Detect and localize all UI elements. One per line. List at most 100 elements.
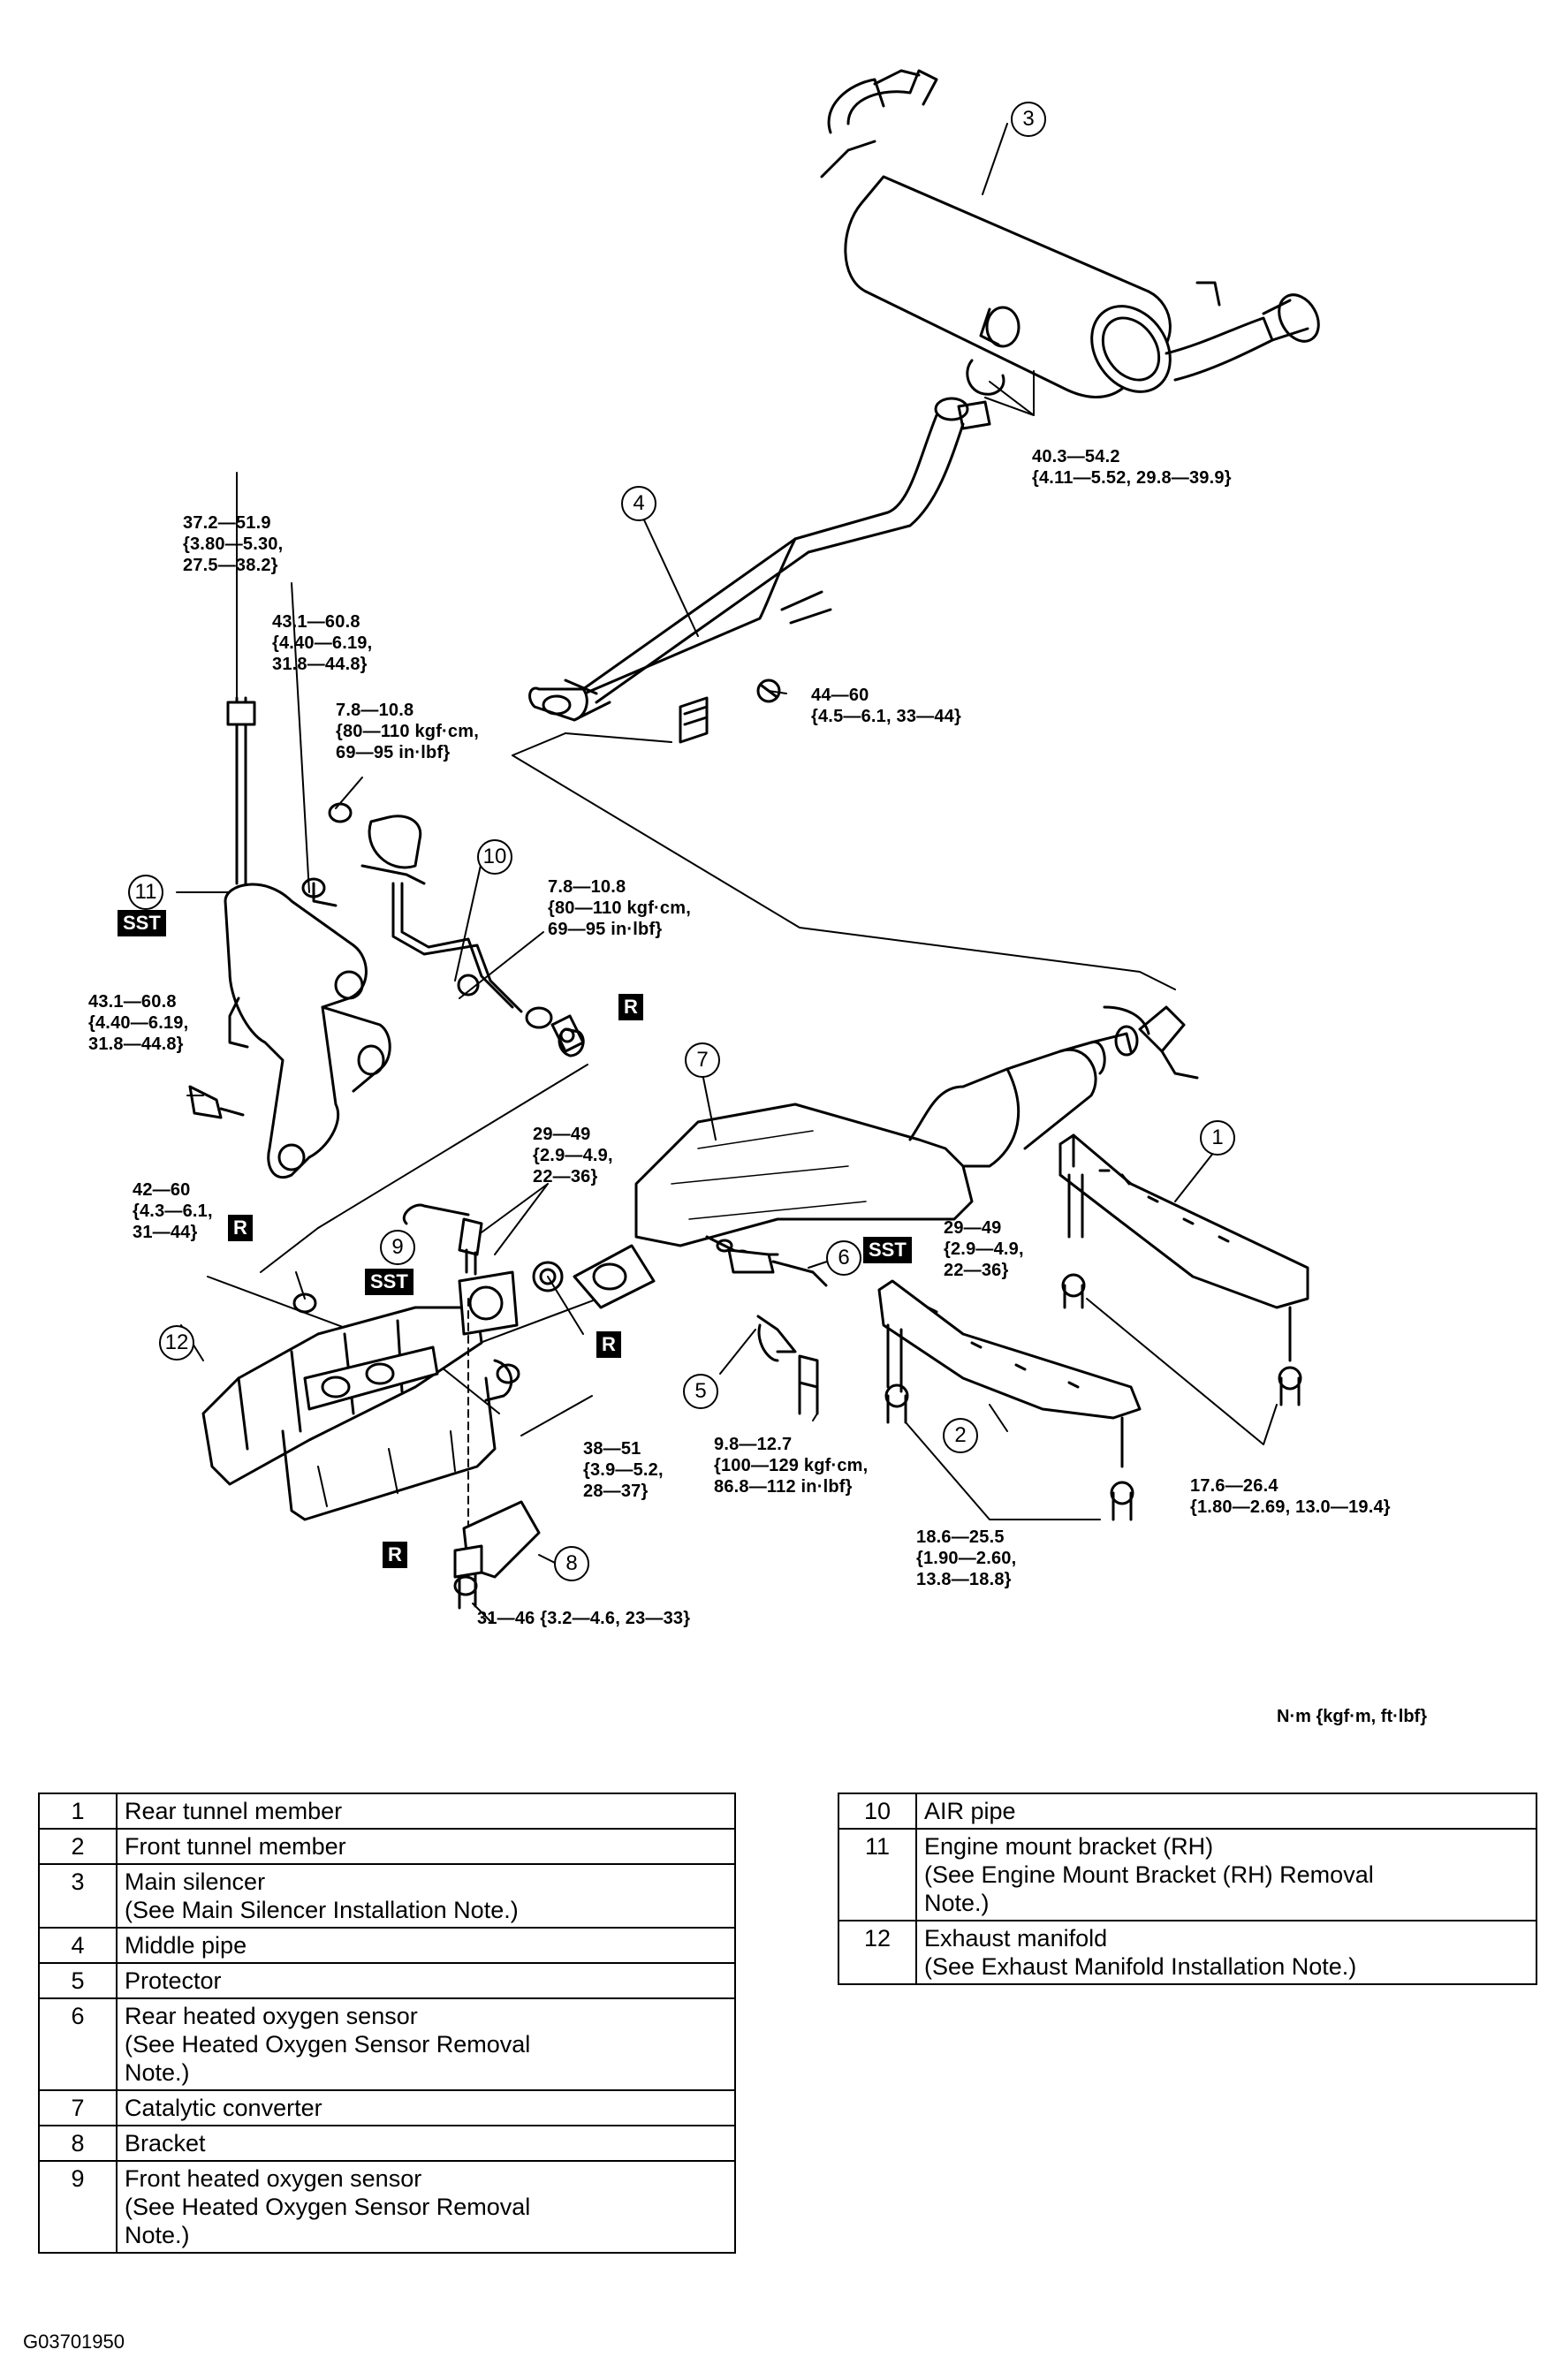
torque-bracket-11b: 43.1—60.8 {4.40—6.19, 31.8—44.8} — [88, 992, 189, 1054]
part-description-line: Catalytic converter — [125, 2095, 322, 2121]
sst-tag-9: SST — [365, 1269, 414, 1295]
part-description-line: (See Main Silencer Installation Note.) — [125, 1897, 519, 1923]
units-note: N·m {kgf·m, ft·lbf} — [1277, 1707, 1427, 1726]
callout-11: 11 — [128, 875, 163, 910]
part-number: 10 — [838, 1793, 917, 1830]
part-description: Rear heated oxygen sensor(See Heated Oxy… — [116, 1997, 736, 2091]
callout-2: 2 — [943, 1418, 978, 1453]
part-number: 3 — [38, 1863, 118, 1929]
parts-table-row: 5 Protector — [38, 1962, 736, 1999]
part-number: 6 — [38, 1997, 118, 2091]
part-description-line: (See Heated Oxygen Sensor Removal — [125, 2031, 531, 2058]
parts-table-row: 8 Bracket — [38, 2125, 736, 2162]
torque-manifold-nut: 42—60 {4.3—6.1, 31—44} — [133, 1180, 213, 1242]
torque-bracket-8: 31—46 {3.2—4.6, 23—33} — [477, 1609, 691, 1628]
part-description: Engine mount bracket (RH)(See Engine Mou… — [915, 1828, 1537, 1921]
part-number: 5 — [38, 1962, 118, 1999]
callout-10: 10 — [477, 839, 512, 875]
parts-table-row: 10 AIR pipe — [838, 1793, 1537, 1830]
part-description-line: (See Engine Mount Bracket (RH) Removal — [924, 1861, 1374, 1888]
r-tag-manifold-nut: R — [228, 1215, 253, 1241]
exhaust-system-diagram — [176, 69, 1320, 1622]
callout-12: 12 — [159, 1325, 194, 1361]
part-description-line: AIR pipe — [924, 1798, 1016, 1824]
part-number: 2 — [38, 1828, 118, 1865]
part-description: AIR pipe — [915, 1793, 1537, 1830]
part-number: 1 — [38, 1793, 118, 1830]
part-description: Front heated oxygen sensor(See Heated Ox… — [116, 2160, 736, 2254]
bracket-8-drawing — [453, 1298, 541, 1610]
callout-1: 1 — [1200, 1120, 1235, 1156]
callout-6: 6 — [826, 1240, 861, 1276]
torque-middle-pipe: 44—60 {4.5—6.1, 33—44} — [811, 686, 961, 726]
gasket-drawings — [532, 1014, 585, 1292]
r-tag-air-gasket: R — [618, 994, 643, 1020]
r-tag-converter-gasket: R — [596, 1331, 621, 1358]
rear-tunnel-member-drawing — [1058, 1133, 1309, 1406]
part-description-line: Engine mount bracket (RH) — [924, 1833, 1214, 1860]
part-number: 9 — [38, 2160, 118, 2254]
part-description: Main silencer(See Main Silencer Installa… — [116, 1863, 736, 1929]
engine-mount-bracket-drawing — [188, 696, 391, 1179]
parts-table-row: 1 Rear tunnel member — [38, 1793, 736, 1830]
torque-nut-11a: 43.1—60.8 {4.40—6.19, 31.8—44.8} — [272, 612, 373, 674]
part-description: Bracket — [116, 2125, 736, 2162]
torque-front-member: 18.6—25.5 {1.90—2.60, 13.8—18.8} — [916, 1527, 1017, 1589]
callout-3: 3 — [1011, 102, 1046, 137]
torque-front-sensor: 29—49 {2.9—4.9, 22—36} — [533, 1125, 613, 1186]
torque-bolt-11: 37.2—51.9 {3.80—5.30, 27.5—38.2} — [183, 513, 284, 575]
torque-air-pipe-lower: 7.8—10.8 {80—110 kgf·cm, 69—95 in·lbf} — [548, 877, 691, 939]
part-description-line: Front heated oxygen sensor — [125, 2165, 422, 2192]
front-tunnel-member-drawing — [877, 1279, 1142, 1521]
sst-tag-11: SST — [118, 910, 166, 936]
part-description: Protector — [116, 1962, 736, 1999]
part-description: Rear tunnel member — [116, 1793, 736, 1830]
part-description-line: Protector — [125, 1967, 222, 1994]
torque-manifold-stud: 38—51 {3.9—5.2, 28—37} — [583, 1439, 664, 1501]
part-number: 8 — [38, 2125, 118, 2162]
exhaust-manifold-drawing — [201, 1270, 520, 1521]
part-number: 11 — [838, 1828, 917, 1921]
part-description-line: Main silencer — [125, 1868, 266, 1895]
part-description-line: Exhaust manifold — [924, 1925, 1108, 1952]
part-number: 12 — [838, 1920, 917, 1985]
callout-4: 4 — [621, 486, 656, 521]
torque-main-silencer: 40.3—54.2 {4.11—5.52, 29.8—39.9} — [1032, 447, 1232, 488]
callout-9: 9 — [380, 1230, 415, 1265]
callout-8: 8 — [554, 1546, 589, 1581]
part-description: Front tunnel member — [116, 1828, 736, 1865]
figure-code: G03701950 — [23, 2331, 125, 2353]
part-description-line: Front tunnel member — [125, 1833, 346, 1860]
part-description-line: Rear tunnel member — [125, 1798, 343, 1824]
torque-rear-sensor: 29—49 {2.9—4.9, 22—36} — [944, 1218, 1024, 1280]
part-description: Exhaust manifold(See Exhaust Manifold In… — [915, 1920, 1537, 1985]
catalytic-converter-drawing — [573, 1005, 1199, 1309]
part-description-line: Bracket — [125, 2130, 206, 2156]
main-silencer-drawing — [820, 69, 1320, 398]
part-description-line: Rear heated oxygen sensor — [125, 2003, 418, 2029]
torque-protector: 9.8—12.7 {100—129 kgf·cm, 86.8—112 in·lb… — [714, 1435, 869, 1497]
part-description: Catalytic converter — [116, 2089, 736, 2126]
callout-7: 7 — [685, 1042, 720, 1078]
parts-table-row: 7 Catalytic converter — [38, 2089, 736, 2126]
part-number: 7 — [38, 2089, 118, 2126]
part-description-line: Note.) — [125, 2059, 190, 2086]
sst-tag-6: SST — [863, 1237, 912, 1263]
rear-oxygen-sensor-drawing — [727, 1248, 828, 1415]
part-description-line: (See Heated Oxygen Sensor Removal — [125, 2194, 531, 2220]
air-pipe-drawing — [328, 802, 585, 1057]
parts-table-left: 1 Rear tunnel member 2 Front tunnel member 3… — [38, 1793, 736, 2254]
callout-5: 5 — [683, 1374, 718, 1409]
part-description-line: Middle pipe — [125, 1932, 247, 1959]
r-tag-manifold-gasket: R — [383, 1542, 407, 1568]
middle-pipe-drawing — [528, 359, 1005, 744]
torque-air-pipe-upper: 7.8—10.8 {80—110 kgf·cm, 69—95 in·lbf} — [336, 701, 479, 762]
front-oxygen-sensor-drawing — [403, 1203, 483, 1276]
